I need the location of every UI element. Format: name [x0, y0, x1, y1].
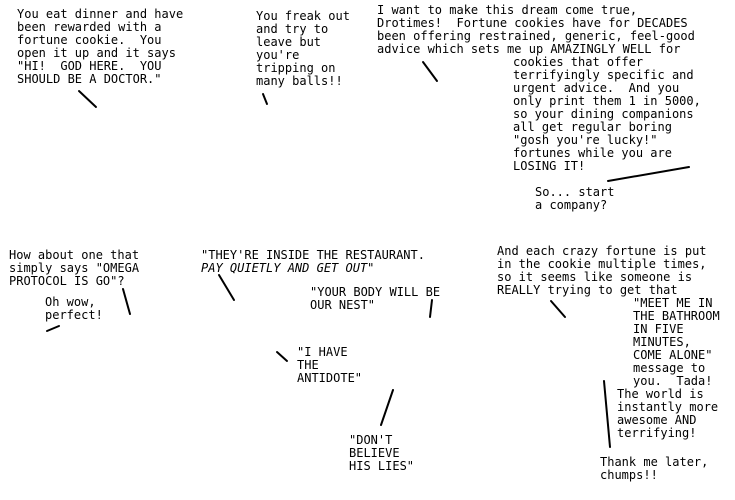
fortune-restaurant-line-1: "THEY'RE INSIDE THE RESTAURANT. [201, 248, 425, 262]
fortune-nest: "YOUR BODY WILL BE OUR NEST" [310, 285, 441, 312]
speech-line [46, 325, 60, 332]
fortune-antidote: "I HAVE THE ANTIDOTE" [297, 345, 363, 385]
speech-line [218, 274, 235, 301]
fortune-restaurant: "THEY'RE INSIDE THE RESTAURANT. PAY QUIE… [201, 249, 425, 275]
speech-line [603, 380, 611, 448]
speech-company: So... start a company? [535, 185, 615, 212]
speech-line [122, 288, 131, 315]
fortune-lies: "DON'T BELIEVE HIS LIES" [349, 433, 415, 473]
speech-line [262, 93, 268, 105]
speech-perfect: Oh wow, perfect! [45, 295, 103, 322]
speech-world: The world is instantly more awesome AND … [617, 387, 719, 440]
speech-line [276, 351, 288, 362]
speech-line [422, 61, 438, 82]
speech-omega: How about one that simply says "OMEGA PR… [9, 248, 140, 288]
fortune-restaurant-quote: " [367, 261, 375, 275]
speech-line [78, 90, 97, 108]
speech-line [550, 300, 566, 318]
speech-dream-continued: cookies that offer terrifyingly specific… [513, 55, 701, 173]
speech-bathroom: "MEET ME IN THE BATHROOM IN FIVE MINUTES… [633, 296, 720, 388]
speech-line [607, 166, 690, 182]
speech-line [380, 389, 394, 426]
fortune-restaurant-line-2: PAY QUIETLY AND GET OUT [201, 261, 368, 275]
narration-freak-out: You freak out and try to leave but you'r… [256, 9, 350, 88]
speech-line [429, 299, 433, 318]
narration-dinner: You eat dinner and have been rewarded wi… [17, 7, 184, 86]
speech-dream: I want to make this dream come true, Dro… [377, 3, 695, 56]
speech-crazy: And each crazy fortune is put in the coo… [497, 244, 707, 297]
speech-thanks: Thank me later, chumps!! [600, 455, 709, 482]
